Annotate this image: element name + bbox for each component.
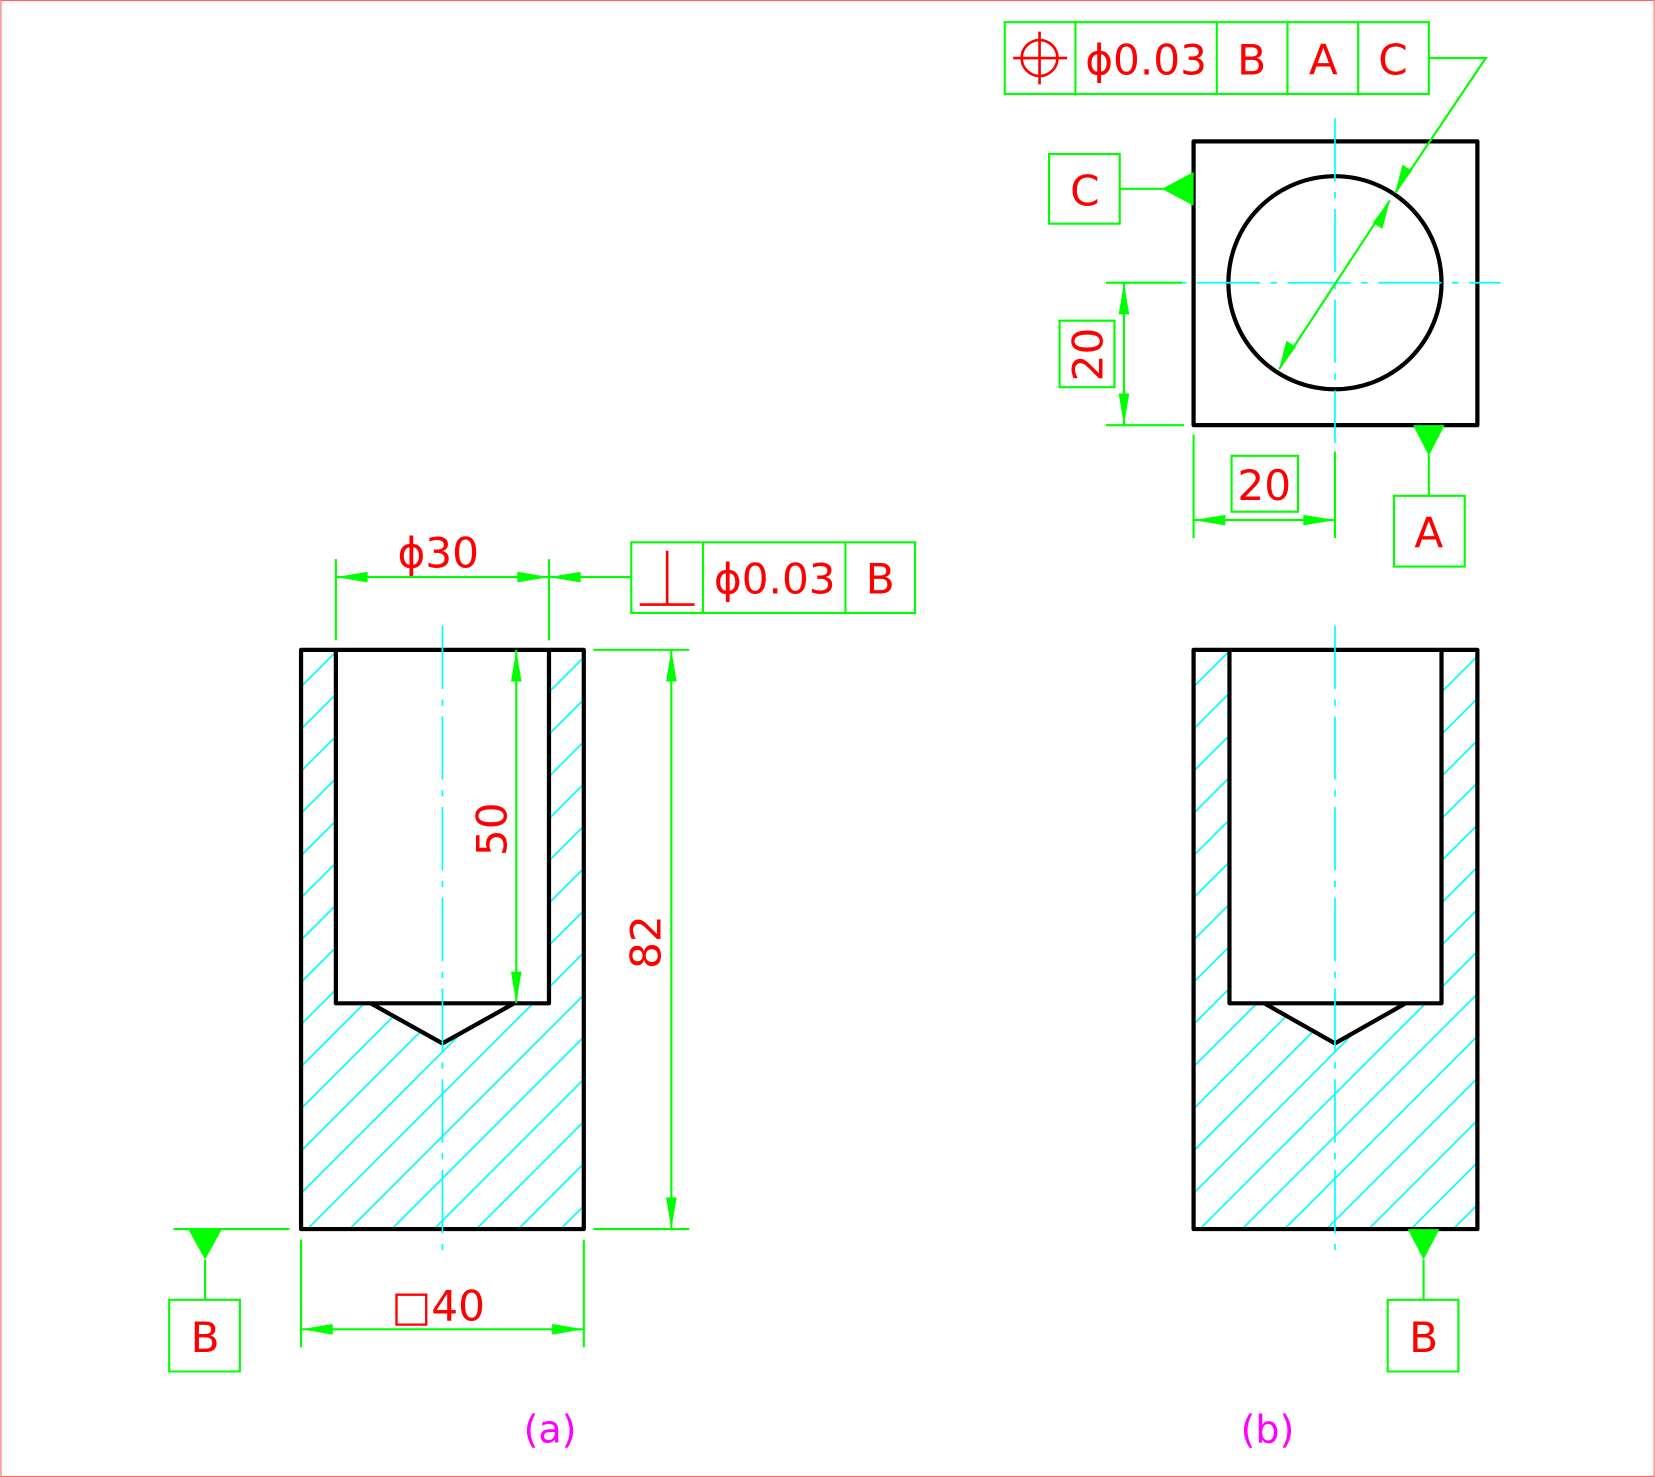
hatch-line (301, 649, 584, 1230)
dim-text: 20 (1064, 328, 1113, 382)
datum-b-a: B (168, 1228, 290, 1373)
dim-text: 20 (1237, 461, 1291, 510)
view-b: ϕ0.03 B A C C 20 20 A (1003, 21, 1655, 1452)
hatch-line (1193, 649, 1478, 1230)
caption-a: (a) (524, 1408, 577, 1452)
fcf-tolerance: ϕ0.03 (714, 555, 836, 604)
fcf-datum: C (1378, 36, 1407, 85)
hatch-line (1193, 649, 1478, 1230)
dim-text: 50 (468, 802, 517, 856)
hatch-line (1495, 639, 1655, 1229)
dim-height-82: 82 (593, 648, 690, 1231)
top-view (1106, 118, 1501, 444)
hatch-line (301, 649, 584, 1230)
hatch-line (301, 649, 392, 1230)
fcf-datum: A (1309, 36, 1338, 85)
dim-text: 82 (622, 915, 671, 969)
hatch-line (1241, 649, 1478, 1230)
hatch-line (1193, 649, 1453, 1230)
hatch-line (301, 649, 561, 1230)
hatch-line (1193, 649, 1200, 1230)
datum-label: C (1070, 166, 1099, 215)
view-a: ϕ30 ϕ0.03 B 50 82 □40 (168, 528, 1193, 1452)
dim-vertical-20: 20 (1058, 281, 1185, 427)
hatch-line (301, 649, 307, 1230)
hatch-line (1193, 649, 1327, 1230)
hatch-line (306, 649, 584, 1230)
hatch-line (1368, 649, 1478, 1230)
hatch-line (301, 649, 584, 1230)
hatch-line (1193, 649, 1478, 1230)
datum-c: C (1047, 152, 1194, 225)
hatch-line (348, 649, 584, 1230)
hatch-line (301, 649, 434, 1230)
hatch-line (1452, 649, 1478, 1230)
hatch-line (1199, 649, 1478, 1230)
datum-label: A (1414, 508, 1443, 557)
fcf-perpendicularity: ϕ0.03 B (548, 541, 917, 615)
hatch-line (301, 649, 476, 1230)
hatch-line (1193, 649, 1369, 1230)
caption-b: (b) (1241, 1408, 1295, 1452)
fcf-datum: B (866, 555, 895, 604)
hatch-line (603, 639, 1193, 1229)
dim-horizontal-20: 20 (1192, 434, 1337, 539)
dim-text: ϕ30 (397, 528, 479, 577)
hatch-line (517, 649, 584, 1230)
hatch-line (1325, 649, 1478, 1230)
fcf-position: ϕ0.03 B A C (1003, 21, 1488, 370)
hatch-line (1193, 649, 1411, 1230)
hatch-line (475, 649, 584, 1230)
hatch-line (1193, 649, 1478, 1230)
dim-depth-50: 50 (468, 649, 522, 1004)
datum-label: B (191, 1313, 220, 1362)
hatch-line (301, 649, 584, 1230)
hatch-line (1193, 649, 1478, 1230)
hatch-line (1193, 649, 1478, 1230)
perpendicularity-icon (639, 550, 695, 606)
hatch-line (1193, 649, 1242, 1230)
datum-a: A (1392, 425, 1466, 568)
hatch-b (1193, 639, 1655, 1230)
hatch-a (301, 639, 1193, 1230)
dim-text: □40 (391, 1282, 485, 1331)
dim-diameter-30: ϕ30 (334, 528, 551, 641)
hatch-line (301, 649, 584, 1230)
hatch-line (1283, 649, 1478, 1230)
datum-b-b: B (1386, 1229, 1460, 1373)
datum-label: B (1409, 1313, 1438, 1362)
dim-square-40: □40 (300, 1239, 585, 1348)
hatch-line (301, 649, 518, 1230)
fcf-datum: B (1237, 36, 1266, 85)
fcf-tolerance: ϕ0.03 (1085, 36, 1207, 85)
hatch-line (301, 649, 584, 1230)
hatch-line (391, 649, 584, 1230)
hatch-line (301, 649, 350, 1230)
position-icon (1013, 31, 1067, 85)
hatch-line (433, 649, 584, 1230)
hatch-line (1193, 649, 1478, 1230)
